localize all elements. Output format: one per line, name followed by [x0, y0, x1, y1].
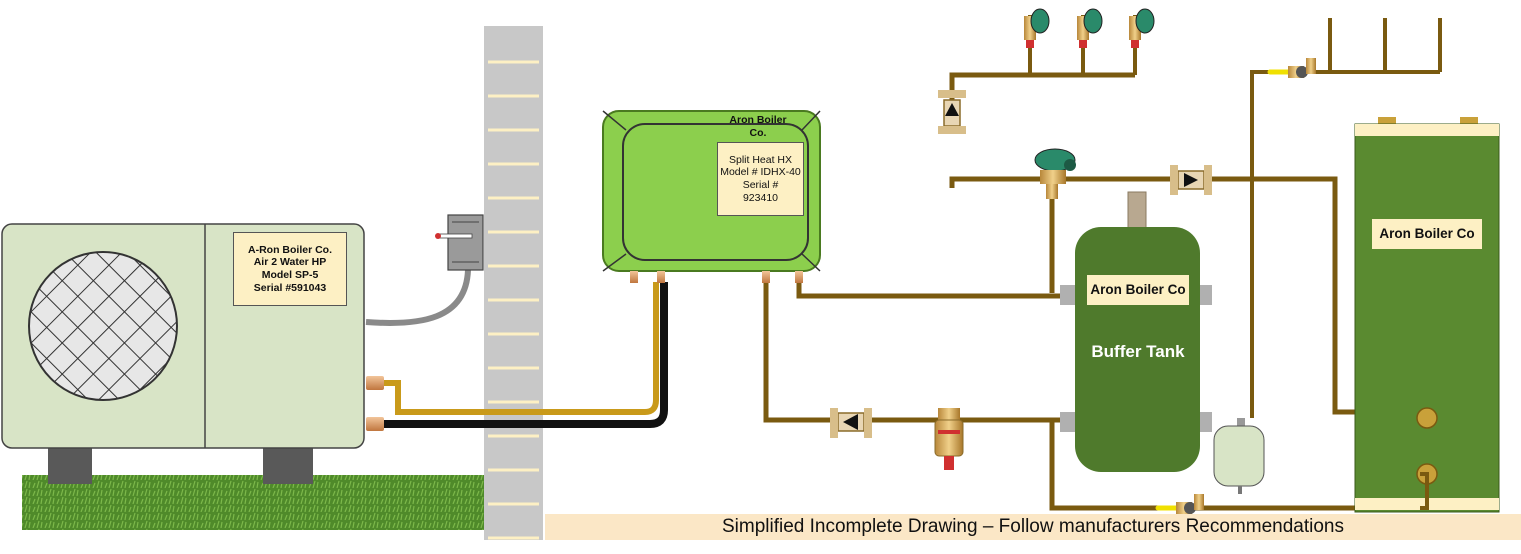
- water-heater: [1354, 117, 1500, 513]
- check-valve-upper-right: [1170, 165, 1212, 195]
- hp-fitting-top: [366, 376, 384, 390]
- ball-valve-bottom: [1155, 494, 1204, 514]
- hp-label-line-2: Air 2 Water HP: [253, 256, 327, 269]
- hx-label-line-3: Serial #: [742, 179, 779, 191]
- dirt-separator: [934, 408, 964, 470]
- grass: [22, 475, 492, 530]
- wall: [484, 26, 543, 540]
- hx-label: Split Heat HX Model # IDHX-40 Serial # 9…: [717, 142, 804, 216]
- check-valve-lower: [830, 408, 872, 438]
- expansion-tank: [1213, 418, 1265, 494]
- hp-label-line-4: Serial #591043: [253, 281, 327, 294]
- hx-label-line-2: Model # IDHX-40: [720, 166, 801, 179]
- hx-label-line-4: 923410: [742, 191, 779, 204]
- zone-circulators: [1024, 8, 1155, 48]
- hx-label-line-1: Split Heat HX: [728, 153, 793, 166]
- hx-brand: Aron Boiler Co.: [729, 114, 787, 139]
- hp-label-line-1: A-Ron Boiler Co.: [248, 243, 332, 256]
- buffer-tank-title: Buffer Tank: [1091, 342, 1185, 361]
- heat-pump-label: A-Ron Boiler Co. Air 2 Water HP Model SP…: [233, 232, 347, 306]
- buffer-tank: [1060, 191, 1212, 472]
- water-heater-brand: Aron Boiler Co: [1372, 219, 1482, 249]
- hp-label-line-3: Model SP-5: [261, 269, 319, 281]
- buffer-tank-brand: Aron Boiler Co: [1087, 275, 1189, 305]
- refrigerant-liquid-line: [382, 282, 659, 415]
- electrical-disconnect: [365, 214, 484, 327]
- ball-valve-top: [1267, 58, 1316, 78]
- hp-fitting-bottom: [366, 417, 384, 431]
- check-valve-upper-left: [938, 90, 966, 134]
- caption: Simplified Incomplete Drawing – Follow m…: [545, 514, 1521, 540]
- refrigerant-gas-line: [382, 282, 668, 428]
- mixing-valve-pump: [1034, 148, 1076, 199]
